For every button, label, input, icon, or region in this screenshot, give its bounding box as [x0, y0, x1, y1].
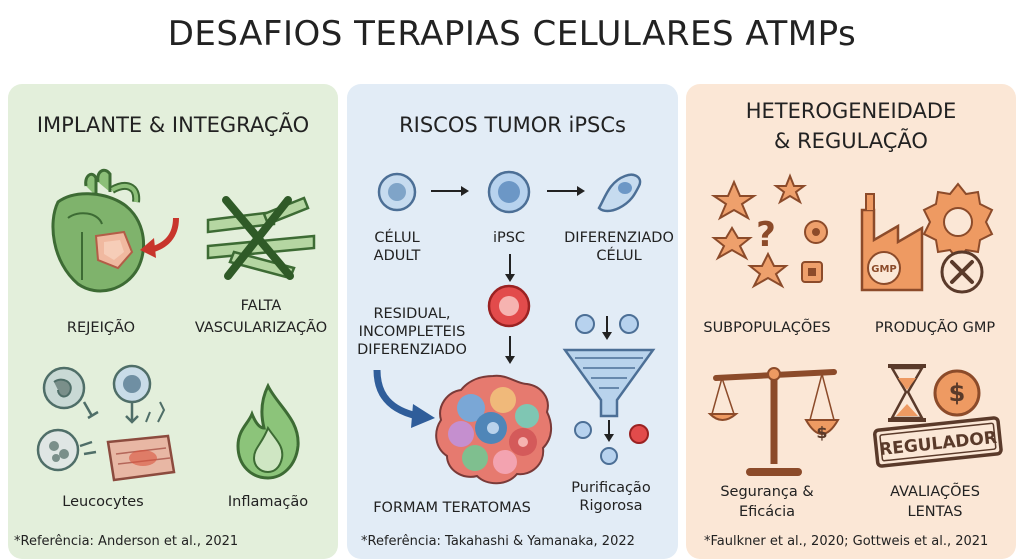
- ipsc-cell-icon: [487, 170, 531, 214]
- differentiated-label-line2: CÉLUL: [596, 248, 642, 264]
- reference-text: *Referência: Anderson et al., 2021: [14, 534, 239, 549]
- adult-cell-label-line2: ADULT: [373, 248, 421, 264]
- panel-heading: RISCOS TUMOR iPSCs: [399, 113, 626, 137]
- slow-evaluations-label-line1: AVALIAÇÕES: [890, 484, 980, 500]
- panel-heterogeneity-regulation: HETEROGENEIDADE & REGULAÇÃO ? SUBPOPULAÇ…: [686, 84, 1016, 559]
- safety-label-line2: Eficácia: [738, 504, 796, 520]
- gmp-production-label: PRODUÇÃO GMP: [874, 320, 996, 336]
- rejection-label: REJEIÇÃO: [66, 320, 136, 336]
- slow-evaluations-label-line2: LENTAS: [907, 504, 963, 520]
- vascularization-label-line1: FALTA: [240, 298, 282, 314]
- reference-text: *Faulkner et al., 2020; Gottweis et al.,…: [704, 534, 989, 549]
- teratomas-label: FORMAM TERATOMAS: [373, 500, 531, 516]
- residual-cell-icon: [487, 284, 531, 328]
- differentiated-label-line1: DIFERENZIADO: [564, 230, 674, 246]
- vascularization-label-line2: VASCULARIZAÇÃO: [194, 320, 328, 336]
- filter-funnel-icon: [562, 348, 656, 465]
- reference-text: *Referência: Takahashi & Yamanaka, 2022: [361, 534, 635, 549]
- regulator-stamp-icon: REGULADOR: [872, 416, 1003, 468]
- coin-dollar: $: [949, 379, 966, 407]
- panel-heading-line1: HETEROGENEIDADE: [745, 99, 957, 123]
- question-mark: ?: [756, 215, 776, 255]
- blocked-vessels-icon: [206, 196, 316, 280]
- safety-label-line1: Segurança &: [720, 484, 814, 500]
- differentiated-cell-icon: [597, 173, 642, 213]
- cell-dots-icon: [575, 314, 639, 340]
- arrow-right-icon: [431, 186, 469, 196]
- ipsc-label: iPSC: [492, 230, 526, 246]
- residual-label-line1: RESIDUAL,: [373, 306, 451, 322]
- curved-arrow-icon: [373, 369, 435, 428]
- residual-label-line3: DIFERENZIADO: [357, 342, 467, 358]
- subpopulations-label: SUBPOPULAÇÕES: [703, 320, 831, 336]
- scale-icon: $: [707, 367, 840, 476]
- page-title: DESAFIOS TERAPIAS CELULARES ATMPs: [167, 14, 857, 54]
- hourglass-icon: [888, 364, 926, 422]
- coin-icon: $: [933, 369, 981, 417]
- flame-icon: [236, 382, 300, 480]
- purification-label-line2: Rigorosa: [579, 498, 643, 514]
- panel-heading-line2: & REGULAÇÃO: [774, 129, 928, 153]
- arrow-icon: [140, 217, 179, 258]
- arrow-down-icon: [505, 254, 515, 282]
- teratoma-icon: [435, 374, 553, 485]
- residual-label-line2: INCOMPLETEIS: [358, 324, 466, 340]
- panel-ipsc-tumor-risk: RISCOS TUMOR iPSCs CÉLUL ADULT iPSC DIFE…: [347, 84, 678, 559]
- leukocytes-icon: [36, 364, 176, 482]
- inflammation-label: Inflamação: [227, 494, 309, 510]
- panel-heading: IMPLANTE & INTEGRAÇÃO: [36, 113, 310, 137]
- dollar-sign: $: [816, 423, 827, 442]
- adult-cell-icon: [377, 172, 417, 212]
- heart-icon: [51, 168, 146, 293]
- arrow-right-icon: [547, 186, 585, 196]
- purification-label-line1: Purificação: [571, 480, 651, 496]
- adult-cell-label-line1: CÉLUL: [374, 230, 420, 246]
- factory-icon: GMP: [860, 182, 994, 294]
- gmp-badge: GMP: [871, 264, 897, 275]
- leukocytes-label: Leucocytes: [62, 494, 144, 510]
- panel-implant-integration: IMPLANTE & INTEGRAÇÃO REJEIÇÃO FALTA VAS…: [8, 84, 338, 559]
- arrow-down-icon: [505, 336, 515, 364]
- subpopulations-icon: ?: [710, 173, 828, 289]
